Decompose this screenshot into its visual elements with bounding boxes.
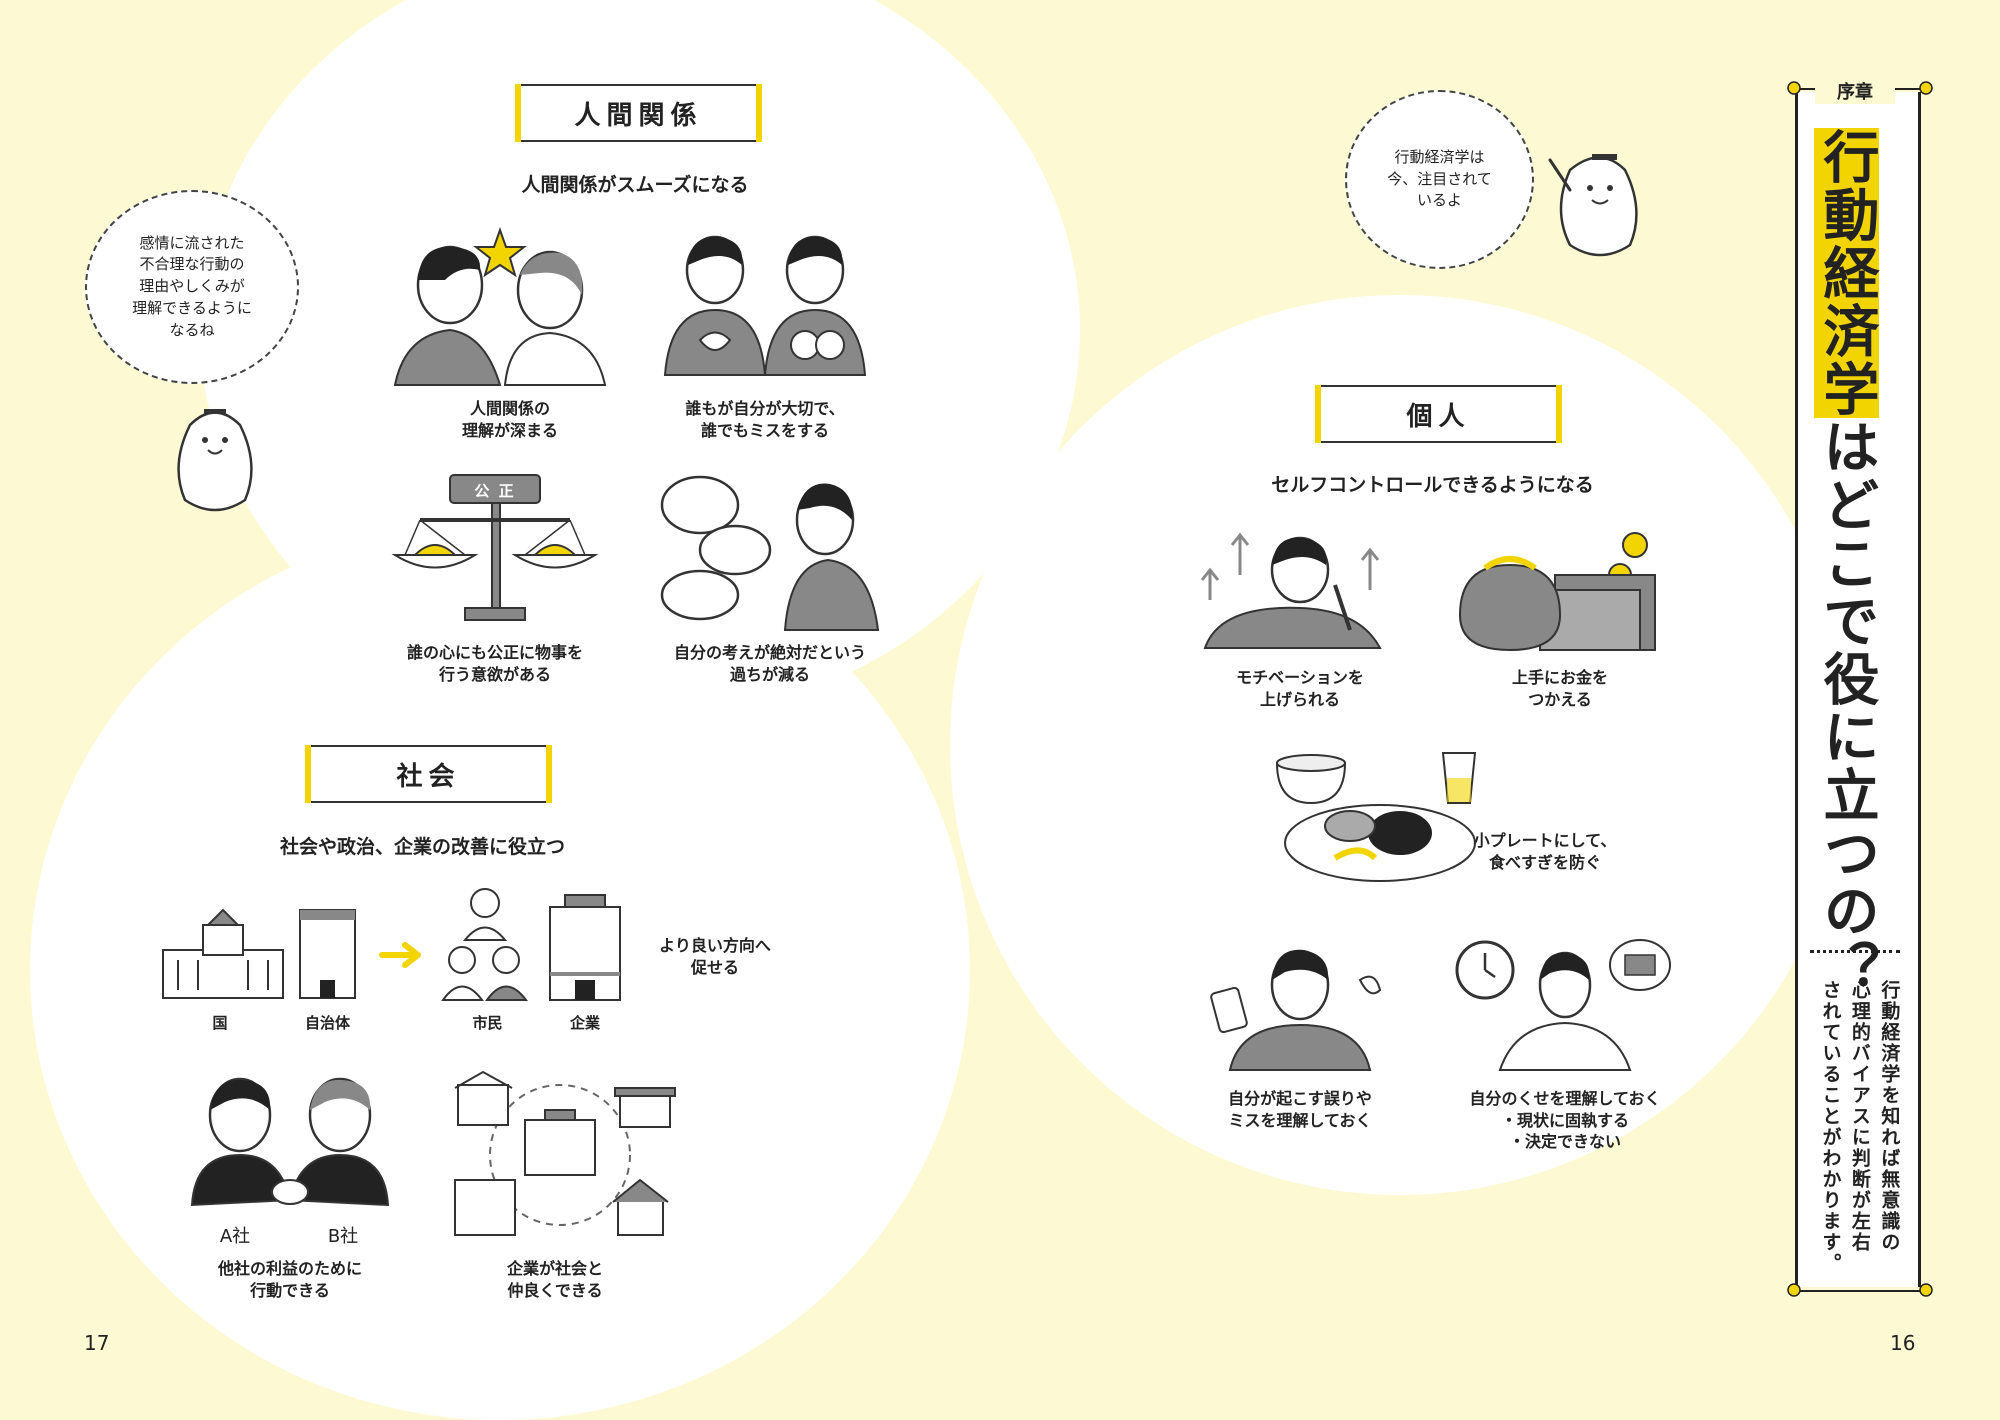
- caption-individual-4: 自分が起こす誤りや ミスを理解しておく: [1228, 1089, 1372, 1130]
- section-title-individual: 個人: [1315, 385, 1562, 443]
- chapter-title-highlight: 行動経済学: [1814, 128, 1879, 418]
- caption-individual-3: 小プレートにして、 食べすぎを防ぐ: [1473, 831, 1617, 872]
- motivation-illustration: [1200, 532, 1382, 649]
- section-subtitle-individual: セルフコントロールできるようになる: [1271, 474, 1594, 496]
- government-building-icon: [162, 908, 284, 999]
- caption-human-3: 誰の心にも公正に物事を 行う意欲がある: [406, 643, 583, 684]
- label-citizens: 市民: [472, 1014, 503, 1032]
- background-blob: [950, 295, 1850, 1195]
- caption-human-4: 自分の考えが絶対だという 過ちが減る: [673, 643, 866, 684]
- caption-human-1: 人間関係の 理解が深まる: [461, 399, 558, 440]
- chapter-body-line-1: 行動経済学を知れば無意識の: [1878, 980, 1901, 1253]
- caption-society-2: 企業が社会と 仲良くできる: [506, 1259, 603, 1300]
- section-title-human: 人間関係: [515, 84, 762, 142]
- caption-individual-2: 上手にお金を つかえる: [1511, 668, 1608, 709]
- label-municipality: 自治体: [304, 1014, 350, 1032]
- money-illustration: [1458, 532, 1656, 652]
- caption-individual-5: 自分のくせを理解しておく ・現状に固執する ・決定できない: [1469, 1089, 1661, 1152]
- small-plate-meal-illustration: [1275, 752, 1477, 882]
- city-hall-icon: [299, 909, 356, 999]
- caption-society-1: 他社の利益のために 行動できる: [217, 1259, 362, 1300]
- citizens-icon: [441, 888, 528, 1001]
- chapter-title-rest: はどこで役に立つの？: [1814, 418, 1879, 998]
- habit-illustration: [1455, 939, 1671, 1071]
- speech-bubble-right: 行動経済学は 今、注目されて いるよ: [1345, 90, 1534, 269]
- chapter-band-bottom-rule: [1790, 1290, 1926, 1292]
- section-title-society: 社会: [305, 745, 552, 803]
- scale-label: 公 正: [474, 482, 516, 500]
- company-building-icon: [549, 894, 621, 1001]
- handshake-talk-illustration: [393, 226, 607, 386]
- two-men-illustration: [663, 235, 867, 376]
- chapter-title: 行動経済学はどこで役に立つの？: [1814, 128, 1879, 998]
- chapter-divider: [1810, 950, 1900, 953]
- companies-network-illustration: [454, 1070, 676, 1236]
- page-number-right: 16: [1890, 1331, 1916, 1355]
- page-number-left: 17: [84, 1331, 110, 1355]
- label-country: 国: [212, 1014, 228, 1032]
- handshake-companies-illustration: [190, 1077, 390, 1207]
- better-direction-label: より良い方向へ 促せる: [659, 936, 771, 977]
- section-subtitle-society: 社会や政治、企業の改善に役立つ: [279, 836, 565, 858]
- label-company-b: B社: [327, 1226, 359, 1247]
- mistake-illustration: [1210, 949, 1382, 1071]
- mascot-icon: [177, 409, 253, 512]
- chapter-body-line-2: 心理的バイアスに判断が左右: [1848, 980, 1871, 1253]
- mascot-pointing-icon: [1548, 154, 1638, 257]
- chapter-body-line-3: されていることがわかります。: [1819, 980, 1842, 1274]
- thinking-man-illustration: [660, 475, 880, 631]
- fairness-scale-illustration: [391, 474, 599, 621]
- caption-human-2: 誰もが自分が大切で、 誰でもミスをする: [685, 399, 845, 440]
- label-company-a: A社: [219, 1226, 251, 1247]
- band-corner-dots: [1787, 81, 1933, 1297]
- chapter-label: 序章: [1815, 78, 1895, 104]
- arrow-right-icon: [379, 942, 421, 968]
- label-company: 企業: [569, 1014, 600, 1032]
- chapter-body: 行動経済学を知れば無意識の 心理的バイアスに判断が左右 されていることがわかりま…: [1815, 980, 1903, 1274]
- section-subtitle-human: 人間関係がスムーズになる: [521, 174, 749, 196]
- caption-individual-1: モチベーションを 上げられる: [1236, 668, 1364, 709]
- speech-bubble-left: 感情に流された 不合理な行動の 理由やしくみが 理解できるように なるね: [85, 190, 299, 384]
